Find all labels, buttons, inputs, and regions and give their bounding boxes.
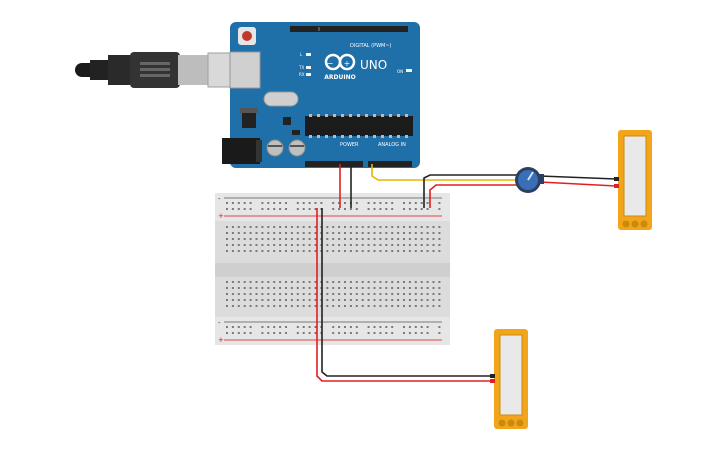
multimeter-top-display: [623, 135, 647, 217]
wires[interactable]: [316, 164, 617, 382]
led-label-rx: RX: [299, 72, 305, 77]
multimeter-bottom-port-a[interactable]: [498, 419, 506, 427]
wire-pot-meter-black[interactable]: [539, 175, 617, 180]
power-pin-header[interactable]: [305, 161, 363, 167]
brand-label: ARDUINO: [324, 74, 355, 81]
multimeter-top-port-v[interactable]: [631, 220, 639, 228]
led-label-tx: TX: [298, 65, 304, 70]
multimeter-bottom-port-v[interactable]: [507, 419, 515, 427]
multimeter-top-port-com[interactable]: [640, 220, 648, 228]
multimeter-bottom-port-com[interactable]: [516, 419, 524, 427]
wire-a0-yellow[interactable]: [371, 164, 524, 181]
wire-bb-pot-black[interactable]: [423, 174, 520, 208]
multimeter-bottom[interactable]: [490, 329, 528, 429]
led-label-l: L: [300, 52, 303, 57]
multimeter-top[interactable]: [614, 130, 652, 230]
arduino-logo: − +: [324, 53, 356, 71]
svg-text:−: −: [327, 59, 334, 68]
breadboard[interactable]: - + - +: [215, 193, 450, 345]
breadboard-holes[interactable]: [226, 202, 441, 334]
digital-pin-header[interactable]: [290, 26, 408, 32]
rail-minus-top-left: -: [218, 195, 221, 203]
multimeter-top-port-a[interactable]: [622, 220, 630, 228]
power-header-label: POWER: [340, 142, 359, 148]
rail-minus-bottom-left: -: [218, 319, 221, 327]
wire-bb-meter-red[interactable]: [316, 208, 494, 382]
analog-header-label: ANALOG IN: [378, 142, 406, 148]
on-led-label: ON: [397, 69, 403, 74]
analog-pin-header[interactable]: [368, 161, 412, 167]
svg-text:+: +: [344, 59, 351, 68]
multimeter-bottom-display: [499, 334, 523, 416]
wire-bb-pot-red[interactable]: [429, 184, 520, 208]
digital-header-label: DIGITAL (PWM~): [350, 43, 392, 49]
atmega-chip: [305, 116, 413, 136]
arduino-uno-board[interactable]: − + ARDUINO UNO DIGITAL (PWM~) L TX RX O…: [222, 22, 420, 168]
power-jack[interactable]: [222, 138, 260, 164]
model-label: UNO: [360, 58, 387, 72]
rail-plus-top-left: +: [218, 212, 224, 220]
wire-pot-meter-red[interactable]: [539, 181, 617, 187]
usb-port[interactable]: [229, 51, 261, 89]
potentiometer[interactable]: [515, 167, 544, 193]
rail-plus-bottom-left: +: [218, 336, 224, 344]
wire-bb-meter-black[interactable]: [321, 208, 494, 377]
